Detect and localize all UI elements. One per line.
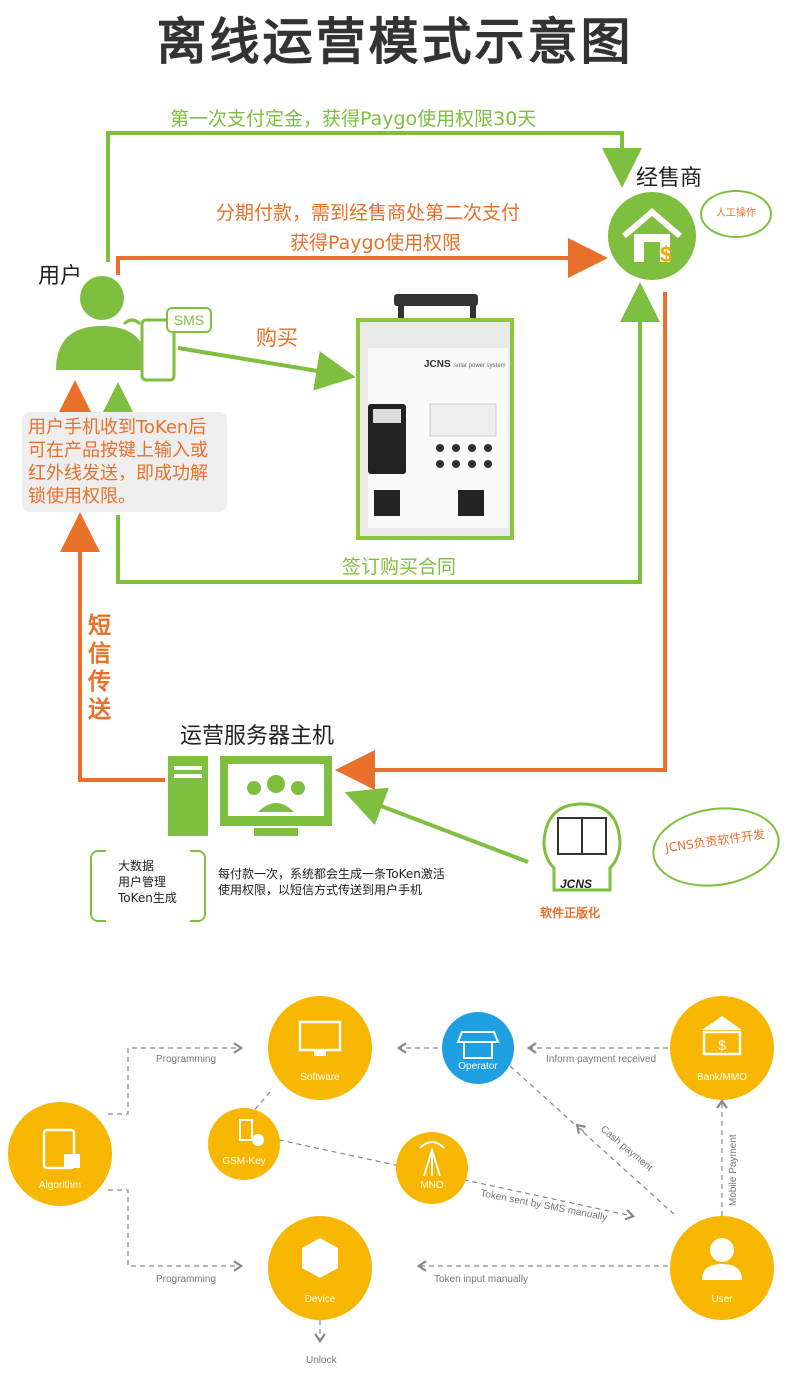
server-label: 运营服务器主机 <box>180 724 335 749</box>
sms-badge: SMS <box>166 307 212 333</box>
node-bank-label: Bank/MMO <box>697 1072 747 1083</box>
installment-label-2: 获得Paygo使用权限 <box>290 232 462 254</box>
edge-token-input: Token input manually <box>434 1274 528 1285</box>
node-operator: Operator <box>442 1012 514 1084</box>
edge-programming-bottom: Programming <box>156 1274 216 1285</box>
page-title: 离线运营模式示意图 <box>156 13 634 71</box>
server-features: 大数据 用户管理 ToKen生成 <box>118 858 177 906</box>
node-bank: $ Bank/MMO <box>670 996 774 1100</box>
svg-text:$: $ <box>718 1037 726 1053</box>
sms-transfer-label: 短信传送 <box>88 613 111 723</box>
svg-text:$: $ <box>660 242 672 267</box>
edge-programming-top: Programming <box>156 1054 216 1065</box>
feature-token-gen: ToKen生成 <box>118 891 177 905</box>
node-mno-label: MNO <box>420 1180 444 1191</box>
software-caption: 软件正版化 <box>540 906 601 920</box>
edge-token-sms: Token sent by SMS manually <box>479 1188 608 1223</box>
node-user: User <box>670 1216 774 1320</box>
token-note: 用户手机收到ToKen后可在产品按键上输入或红外线发送，即成功解锁使用权限。 <box>22 412 227 512</box>
product-brand: JCNS <box>424 359 451 370</box>
payment-flow-diagram: Programming Programming Inform payment r… <box>8 996 774 1366</box>
server-computer-icon <box>168 756 332 836</box>
feature-user-mgmt: 用户管理 <box>118 875 167 889</box>
user-label: 用户 <box>38 264 83 289</box>
node-gsm-key-label: GSM-Key <box>222 1156 265 1167</box>
jcns-logo: JCNS <box>560 877 592 891</box>
features-brace-left <box>90 850 106 922</box>
buy-line <box>177 346 356 391</box>
feature-big-data: 大数据 <box>118 859 155 873</box>
dealer-label: 经售商 <box>636 166 703 191</box>
edge-cash-payment: Cash payment <box>598 1124 655 1174</box>
features-brace-right <box>190 850 206 922</box>
node-software-label: Software <box>300 1072 340 1083</box>
dealer-house-icon: $ <box>608 192 696 280</box>
sms-line <box>60 512 165 782</box>
node-software: Software <box>268 996 372 1100</box>
software-head-icon: JCNS <box>542 802 622 892</box>
solar-product-image: JCNS solar power system <box>356 294 514 540</box>
flow-lines <box>55 131 667 864</box>
unlock-label: Unlock <box>306 1355 338 1366</box>
node-gsm-key: GSM-Key <box>208 1108 280 1180</box>
edge-mobile-payment: Mobile Payment <box>728 1134 739 1206</box>
node-operator-label: Operator <box>458 1061 498 1072</box>
user-person-icon <box>56 276 176 382</box>
server-description: 每付款一次，系统都会生成一条ToKen激活 使用权限，以短信方式传送到用户手机 <box>218 867 445 897</box>
deposit-line <box>106 131 642 262</box>
edge-inform-payment: Inform payment received <box>546 1054 656 1065</box>
deposit-label: 第一次支付定金，获得Paygo使用权限30天 <box>170 108 537 130</box>
node-algorithm-label: Algorithm <box>39 1180 81 1191</box>
contract-label: 签订购买合同 <box>342 556 457 578</box>
node-user-label: User <box>711 1294 733 1305</box>
installment-line <box>116 238 608 278</box>
manual-op-bubble: 人工操作 <box>700 190 772 238</box>
node-device: Device <box>268 1216 372 1320</box>
buy-label: 购买 <box>256 326 298 350</box>
node-algorithm: Algorithm <box>8 1102 112 1206</box>
installment-label-1: 分期付款，需到经售商处第二次支付 <box>216 202 521 224</box>
node-device-label: Device <box>305 1294 336 1305</box>
contract-line <box>116 282 660 584</box>
dealer-server-line <box>335 292 667 790</box>
node-mno: MNO <box>396 1132 468 1204</box>
product-subtitle: solar power system <box>454 363 506 369</box>
